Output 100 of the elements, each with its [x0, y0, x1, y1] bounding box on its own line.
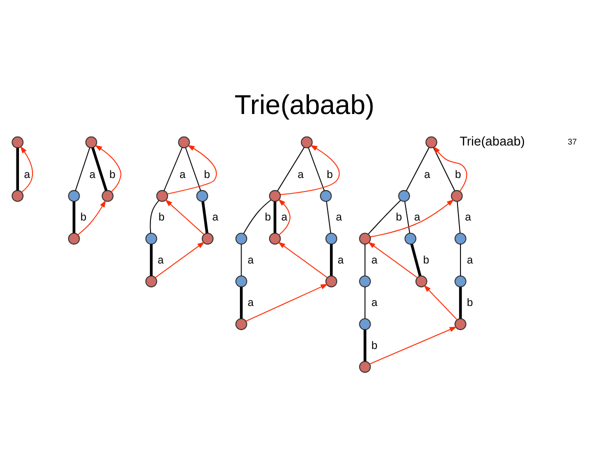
arrow	[278, 198, 290, 236]
arrow	[424, 284, 458, 320]
arrow	[246, 284, 328, 322]
connector	[150, 244, 153, 276]
label: 37	[568, 137, 577, 146]
edge-label: a	[89, 168, 96, 181]
arrow	[369, 326, 457, 364]
node-circle	[325, 232, 338, 245]
arrow	[165, 199, 204, 235]
node-circle	[454, 318, 466, 330]
edge-label: b	[326, 168, 333, 181]
node-circle	[300, 136, 313, 148]
connector	[364, 330, 366, 362]
edge-label: a	[248, 254, 254, 266]
edge-label: b	[264, 212, 272, 224]
connector	[72, 202, 76, 234]
connector	[410, 244, 422, 276]
connector	[240, 287, 243, 319]
edge-label: a	[281, 212, 288, 224]
connector	[368, 200, 401, 234]
node-circle	[202, 232, 214, 245]
node-circle	[450, 190, 463, 202]
node-circle	[102, 190, 114, 202]
edge-label: b	[423, 254, 430, 266]
node-circle	[156, 190, 168, 202]
node-circle	[85, 136, 98, 148]
edge-label: a	[298, 168, 304, 181]
arrow	[78, 200, 106, 236]
node-circle	[454, 276, 466, 288]
arrow	[20, 146, 33, 192]
node-circle	[425, 136, 438, 148]
connector	[274, 202, 276, 234]
node-circle	[404, 232, 416, 245]
arrow	[280, 144, 340, 196]
arrow	[278, 242, 328, 278]
connector	[330, 244, 333, 276]
edge-label: b	[396, 212, 402, 224]
arrow	[370, 199, 454, 238]
connector	[406, 147, 430, 192]
edge-label: a	[371, 297, 378, 310]
edge-label: a	[338, 254, 344, 266]
arrow	[166, 144, 217, 194]
node-circle	[359, 361, 371, 373]
edge-label: a	[158, 254, 164, 266]
arrow	[368, 242, 418, 278]
node-circle	[269, 190, 281, 202]
connector	[433, 147, 456, 192]
node-circle	[454, 232, 466, 245]
node-circle	[178, 136, 190, 148]
node-circle	[269, 232, 281, 245]
connector	[164, 147, 183, 192]
node-circle	[325, 276, 338, 288]
connector	[16, 148, 19, 190]
node-circle	[359, 232, 371, 245]
arrow	[154, 242, 205, 278]
edge-label: b	[204, 168, 210, 181]
node-circle	[415, 276, 428, 288]
node-circle	[235, 232, 248, 245]
edge-label: b	[466, 297, 473, 310]
node-circle	[359, 318, 371, 330]
label: Trie(abaab)	[460, 134, 525, 149]
connector	[185, 147, 202, 192]
edge-label: b	[80, 212, 86, 224]
node-circle	[12, 136, 24, 148]
edge-label: a	[424, 168, 430, 181]
connector	[240, 244, 242, 276]
edge-label: a	[179, 168, 186, 181]
connector	[201, 201, 208, 234]
connector	[459, 287, 462, 319]
connector	[243, 199, 272, 234]
connector	[364, 244, 366, 276]
node-circle	[145, 276, 158, 288]
node-circle	[145, 232, 158, 245]
edge-label: a	[336, 212, 342, 224]
connector	[277, 146, 305, 192]
node-circle	[359, 276, 371, 288]
node-circle	[68, 190, 80, 202]
node-circle	[235, 318, 248, 330]
edge-label: b	[455, 168, 462, 181]
node-circle	[398, 190, 410, 202]
connector	[150, 200, 160, 234]
connector	[460, 244, 461, 276]
edge-label: a	[24, 168, 30, 181]
edge-label: b	[158, 212, 165, 224]
edge-label: a	[414, 212, 420, 224]
edge-label: a	[466, 254, 473, 266]
edge-label: a	[212, 212, 218, 224]
connector	[75, 147, 90, 192]
node-circle	[235, 276, 248, 288]
connector	[91, 147, 108, 192]
connector	[456, 201, 460, 234]
node-circle	[196, 190, 208, 202]
arrow	[94, 145, 122, 192]
connector	[326, 201, 332, 234]
edge-label: a	[465, 212, 472, 224]
node-circle	[320, 190, 332, 202]
connector	[404, 201, 410, 234]
edge-label: b	[371, 340, 378, 352]
node-circle	[12, 190, 24, 202]
edge-label: a	[371, 254, 378, 266]
